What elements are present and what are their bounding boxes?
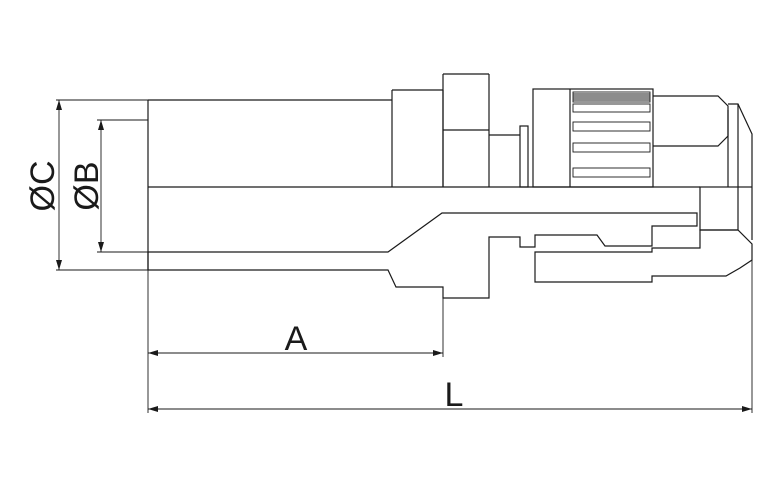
neck bbox=[489, 125, 529, 188]
dimension-label-a: A bbox=[285, 320, 308, 358]
dimension-label-dia-b: ØB bbox=[68, 161, 106, 210]
knurl-slots bbox=[572, 91, 651, 178]
tip-housing bbox=[653, 95, 753, 240]
body-outline bbox=[147, 89, 700, 270]
dimension-label-dia-c: ØC bbox=[24, 161, 62, 212]
nut-section bbox=[534, 229, 753, 283]
body-section bbox=[147, 212, 698, 299]
dimension-lines bbox=[56, 99, 753, 413]
hex-nut bbox=[442, 73, 490, 187]
dimension-label-l: L bbox=[445, 376, 464, 414]
knurled-cap bbox=[532, 88, 654, 188]
